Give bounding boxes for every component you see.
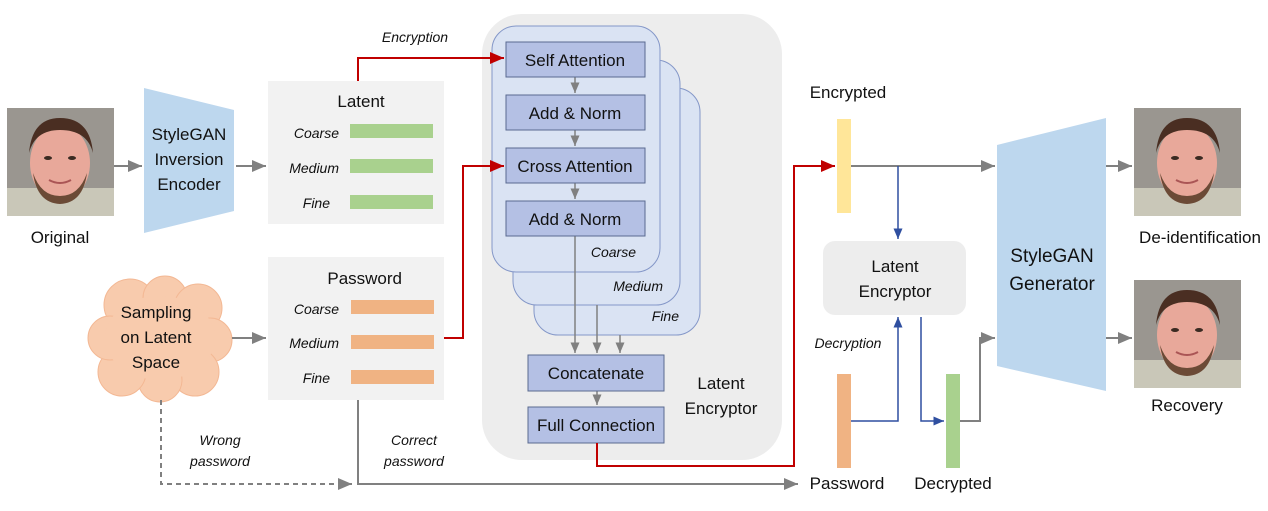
sampling-label: Space (132, 353, 180, 372)
self-attention-block (505, 41, 646, 78)
add-norm-block (505, 94, 646, 131)
encrypted-label: Encrypted (810, 83, 887, 102)
latent-encryptor-box-label: Encryptor (859, 282, 932, 301)
latent-encryptor-label: Encryptor (685, 399, 758, 418)
concatenate-label: Concatenate (548, 364, 644, 383)
generator-label: Generator (1009, 274, 1095, 295)
encryptor-output-arrow (596, 160, 835, 467)
decrypted-bar (946, 374, 960, 468)
decrypted-label: Decrypted (914, 474, 991, 493)
fine-card-label: Fine (652, 308, 679, 324)
sampling-label: on Latent (121, 328, 192, 347)
wrong-password-label: Wrong (199, 432, 240, 448)
password-bar (837, 374, 851, 468)
add-norm-label: Add & Norm (529, 104, 622, 123)
original-label: Original (31, 228, 90, 247)
level-label: Medium (289, 335, 339, 351)
latent-encryptor-box-label: Latent (871, 257, 919, 276)
encryption-arrow (357, 52, 504, 81)
latent-encryptor-box (823, 241, 966, 315)
password-to-cross-attention-arrow (444, 160, 504, 339)
level-label: Medium (289, 160, 339, 176)
decryption-label: Decryption (815, 335, 882, 351)
password-bar-coarse (351, 300, 434, 314)
latent-bar-coarse (350, 124, 433, 138)
wrong-password-label: password (189, 453, 251, 469)
coarse-card-label: Coarse (591, 244, 636, 260)
cross-attention-label: Cross Attention (517, 157, 632, 176)
sampling-label: Sampling (121, 303, 192, 322)
generator-label: StyleGAN (1010, 246, 1093, 267)
sampling-cloud (87, 275, 233, 403)
correct-password-label: Correct (391, 432, 438, 448)
latent-title: Latent (337, 92, 385, 111)
self-attention-label: Self Attention (525, 51, 625, 70)
level-label: Fine (303, 195, 330, 211)
latent-bar-fine (350, 195, 433, 209)
correct-password-path (357, 400, 798, 490)
add-norm-label: Add & Norm (529, 210, 622, 229)
recovery-label: Recovery (1151, 396, 1223, 415)
cross-attention-block (505, 147, 646, 184)
deidentification-label: De-identification (1139, 228, 1261, 247)
wrong-password-path (160, 400, 352, 490)
password-label: Password (810, 474, 885, 493)
encoder-label: StyleGAN (152, 125, 227, 144)
password-bar-medium (351, 335, 434, 349)
stylegan-generator (997, 118, 1106, 391)
level-label: Coarse (294, 301, 339, 317)
latent-bar-medium (350, 159, 433, 173)
full-connection-label: Full Connection (537, 416, 655, 435)
full-connection-block (527, 406, 665, 444)
encoder-label: Encoder (157, 175, 221, 194)
concatenate-block (527, 354, 665, 392)
medium-card-label: Medium (613, 278, 663, 294)
original-face-image (6, 107, 115, 217)
correct-password-label: password (383, 453, 445, 469)
level-label: Fine (303, 370, 330, 386)
encoder-label: Inversion (155, 150, 224, 169)
add-norm-block (505, 200, 646, 237)
latent-encryptor-label: Latent (697, 374, 745, 393)
encrypted-bar (837, 119, 851, 213)
encryption-label: Encryption (382, 29, 448, 45)
password-title: Password (327, 269, 402, 288)
password-bar-fine (351, 370, 434, 384)
recovered-face-image (1133, 279, 1242, 389)
deidentified-face-image (1133, 107, 1242, 217)
inversion-encoder (144, 88, 234, 233)
level-label: Coarse (294, 125, 339, 141)
